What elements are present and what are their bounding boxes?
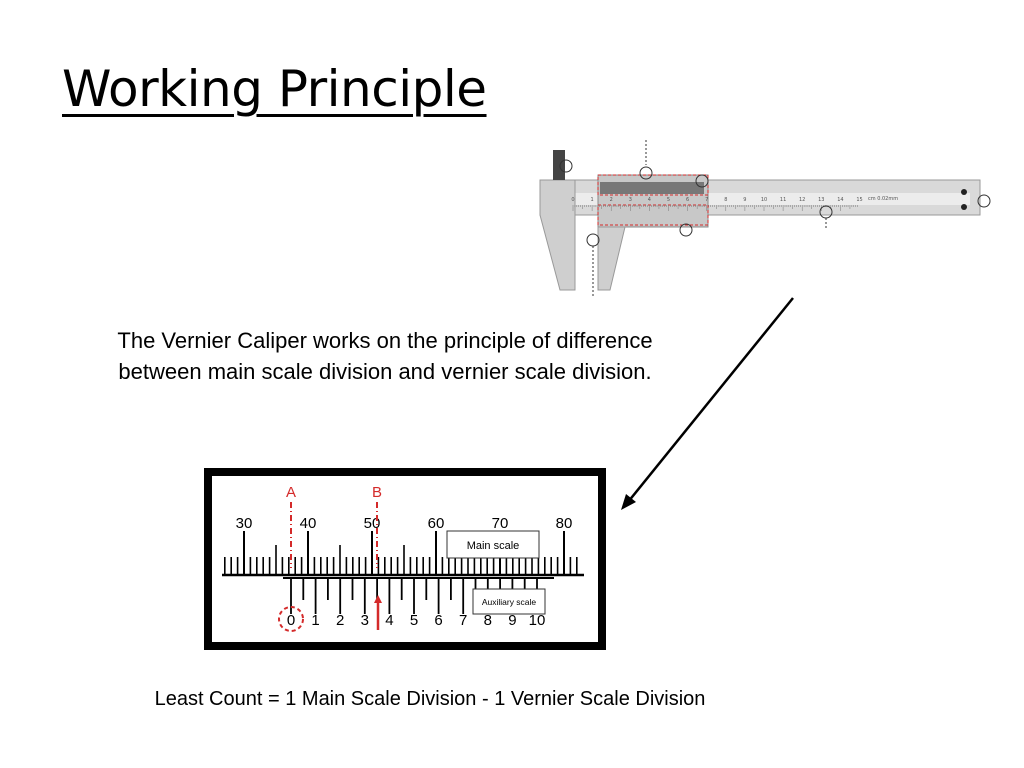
- auxiliary-scale-label: Auxiliary scale: [482, 597, 537, 607]
- vernier-number: 5: [410, 612, 418, 629]
- caliper-number: 6: [686, 197, 689, 203]
- caliper-number: 15: [856, 197, 862, 203]
- principle-line-2: between main scale division and vernier …: [118, 359, 652, 384]
- caliper-unit-label: cm 0.02mm: [868, 196, 898, 202]
- caliper-number: 13: [818, 197, 824, 203]
- slide-title: Working Principle: [62, 60, 487, 118]
- vernier-number: 8: [484, 612, 492, 629]
- caliper-number: 4: [648, 197, 651, 203]
- main-scale-number: 70: [492, 515, 509, 532]
- vernier-number: 3: [361, 612, 369, 629]
- vernier-number: 1: [311, 612, 319, 629]
- caliper-number: 3: [629, 197, 632, 203]
- principle-line-1: The Vernier Caliper works on the princip…: [117, 328, 653, 353]
- principle-text: The Vernier Caliper works on the princip…: [40, 325, 730, 387]
- caliper-number: 5: [667, 197, 670, 203]
- caliper-number: 14: [837, 197, 843, 203]
- vernier-number: 2: [336, 612, 344, 629]
- marker-a-label: A: [286, 484, 296, 501]
- caliper-number: 2: [610, 197, 613, 203]
- caliper-number: 11: [780, 197, 786, 203]
- caliper-number: 10: [761, 197, 767, 203]
- caliper-number: 8: [724, 197, 727, 203]
- main-scale-label: Main scale: [467, 540, 520, 552]
- vernier-number: 6: [434, 612, 442, 629]
- vernier-number: 7: [459, 612, 467, 629]
- vernier-number: 0: [287, 612, 295, 629]
- caliper-number: 9: [743, 197, 746, 203]
- caliper-number: 7: [705, 197, 708, 203]
- marker-b-label: B: [372, 484, 382, 501]
- main-scale-number: 80: [556, 515, 573, 532]
- main-scale-number: 30: [236, 515, 253, 532]
- caliper-number: 12: [799, 197, 805, 203]
- vernier-number: 9: [508, 612, 516, 629]
- main-scale-number: 60: [428, 515, 445, 532]
- main-scale-number: 40: [300, 515, 317, 532]
- least-count-formula: Least Count = 1 Main Scale Division - 1 …: [154, 688, 706, 710]
- vernier-number: 4: [385, 612, 393, 629]
- pointer-arrow: [621, 297, 794, 510]
- caliper-number: 1: [591, 197, 594, 203]
- vernier-number: 10: [529, 612, 546, 629]
- caliper-number: 0: [571, 197, 574, 203]
- zero-circle: [278, 606, 304, 632]
